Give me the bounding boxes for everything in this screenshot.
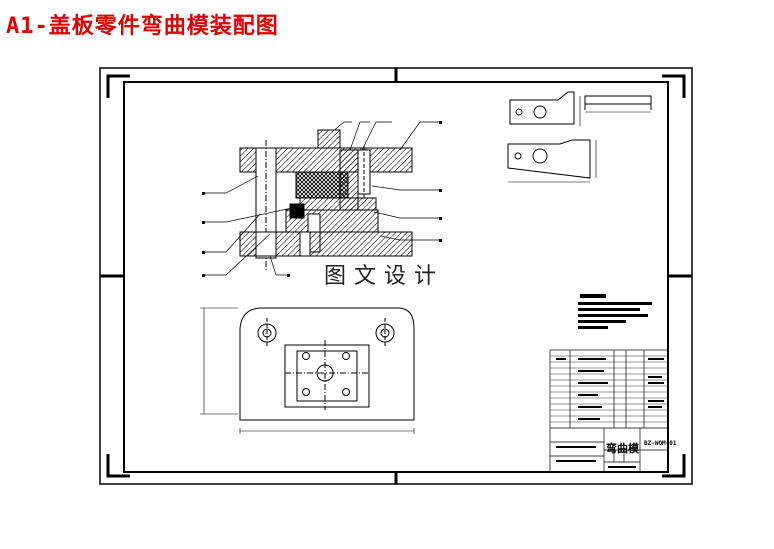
sheet-border xyxy=(99,67,693,485)
title-block-entries xyxy=(556,358,664,468)
title-block-rows xyxy=(550,355,668,423)
page-title: A1-盖板零件弯曲模装配图 xyxy=(6,14,279,39)
part-views xyxy=(507,91,652,183)
leader-lines xyxy=(204,121,440,276)
watermark: 图文设计 xyxy=(320,258,449,290)
technical-notes xyxy=(578,294,652,329)
section-view xyxy=(202,121,442,277)
item-markers xyxy=(202,121,442,277)
title-block xyxy=(549,349,669,473)
title-block-drawing-code: BZ-WQM-01 xyxy=(644,440,677,447)
plan-view xyxy=(200,307,415,434)
title-block-part-name: 弯曲模 xyxy=(606,442,639,455)
